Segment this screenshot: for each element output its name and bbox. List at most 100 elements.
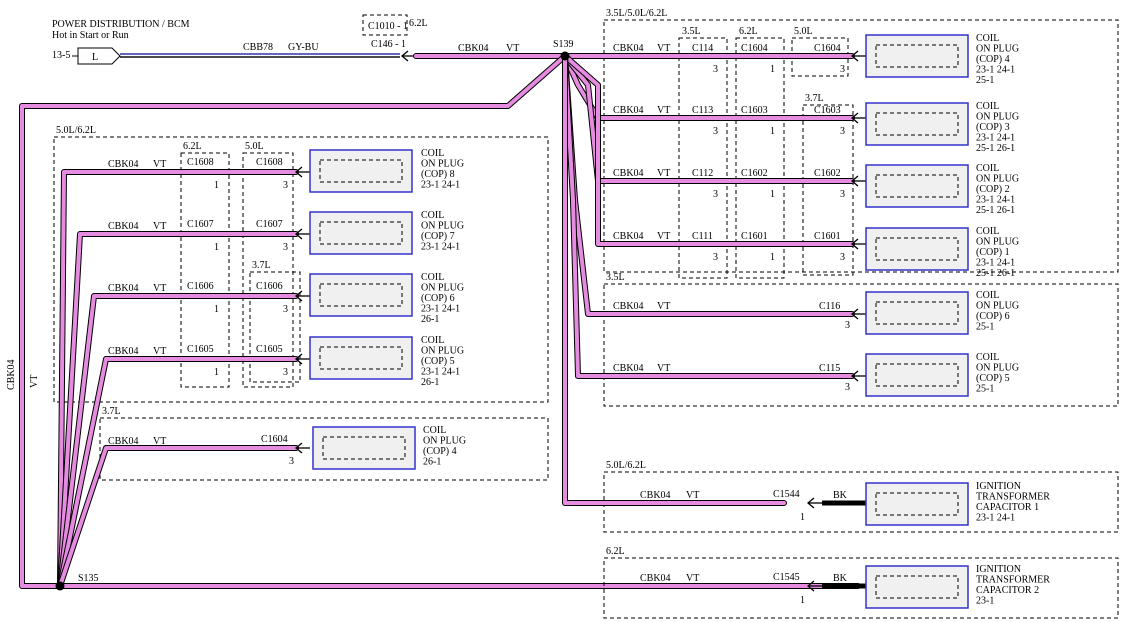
wire-vt: VT	[153, 346, 166, 357]
col-37-box	[802, 104, 854, 276]
conn-62-label: C1601	[741, 231, 768, 242]
s135-splice	[55, 581, 65, 591]
coil-left-0	[309, 149, 413, 193]
c1010-box	[362, 14, 408, 36]
bcm-connector	[77, 47, 121, 65]
coil-label-35-0-line: 25-1	[976, 322, 994, 333]
wire-left-2	[58, 294, 298, 588]
coil-label-right-0-line: 23-1 24-1	[976, 65, 1015, 76]
pin-35-row: 3	[845, 320, 850, 331]
coil-label-right-0-line: ON PLUG	[976, 44, 1019, 55]
coil-label-left-37-line: 26-1	[423, 457, 441, 468]
ign2-component	[865, 565, 969, 609]
c1010-variant: 6.2L	[409, 18, 428, 29]
coil-label-left-2-line: (COP) 6	[421, 293, 455, 304]
wire-35-1-outline	[562, 53, 855, 379]
right-35-box	[603, 283, 1119, 407]
coil-label-right-1-line: 23-1 24-1	[976, 133, 1015, 144]
s135-label: S135	[78, 573, 99, 584]
conn-35-label: C112	[692, 168, 713, 179]
coil-35-0-inner	[875, 301, 959, 325]
left-col-50-label: 5.0L	[245, 141, 264, 152]
gybu-label: GY-BU	[288, 42, 319, 53]
ign2-variant: 6.2L	[606, 546, 625, 557]
coil-label-left-37-line: COIL	[423, 425, 446, 436]
ref-label: 13-5	[52, 50, 70, 61]
left-conn-62: C1605	[187, 344, 214, 355]
wire-label: CBK04	[613, 363, 644, 374]
coil-label-right-1-line: COIL	[976, 101, 999, 112]
coil-label-left-3-line: 23-1 24-1	[421, 367, 460, 378]
pin-35: 3	[713, 252, 718, 263]
wire-vt: VT	[657, 363, 670, 374]
left-37-variant: 3.7L	[102, 406, 121, 417]
wire-label: CBK04	[613, 168, 644, 179]
coil-left-37	[312, 426, 416, 470]
wire-vt: VT	[686, 573, 699, 584]
header-subtitle: Hot in Start or Run	[52, 30, 129, 41]
left-col-62-box	[180, 152, 230, 388]
ign1-variant: 5.0L/6.2L	[606, 460, 646, 471]
coil-label-left-1-line: 23-1 24-1	[421, 242, 460, 253]
pin-label: L	[92, 52, 98, 63]
conn-62-label: C1604	[741, 43, 768, 54]
ign2-label-line: 23-1	[976, 596, 994, 607]
wire-left-37	[58, 446, 298, 588]
right-35-variant: 3.5L	[606, 272, 625, 283]
coil-35-1	[865, 353, 969, 397]
conn-50-label: C1601	[814, 231, 841, 242]
coil-label-right-0-line: COIL	[976, 33, 999, 44]
left-pin-50: 3	[283, 367, 288, 378]
left-pin-50: 3	[283, 304, 288, 315]
left-conn-62: C1608	[187, 157, 214, 168]
coil-cop-right-2-inner	[875, 174, 959, 198]
coil-label-35-1-line: ON PLUG	[976, 363, 1019, 374]
pin-62: 1	[770, 252, 775, 263]
coil-label-left-0-line: ON PLUG	[421, 159, 464, 170]
coil-left-3	[309, 336, 413, 380]
conn-50-label: C1603	[814, 105, 841, 116]
wire-label: CBK04	[613, 105, 644, 116]
left-pin-62: 1	[214, 304, 219, 315]
coil-label-left-1-line: COIL	[421, 210, 444, 221]
wire-vt: VT	[657, 43, 670, 54]
wire-vt: VT	[657, 231, 670, 242]
wire-label: CBK04	[613, 301, 644, 312]
wire-vt: VT	[153, 283, 166, 294]
ign2-label-line: IGNITION	[976, 564, 1021, 575]
wire-left-0	[58, 170, 298, 588]
wire-ign1	[563, 54, 786, 505]
pin-62: 1	[770, 64, 775, 75]
coil-left-3-inner	[319, 346, 403, 370]
wire-vt: VT	[657, 168, 670, 179]
coil-label-right-2-line: ON PLUG	[976, 174, 1019, 185]
s139-label: S139	[553, 39, 574, 50]
ign1-conn: C1544	[773, 489, 800, 500]
left-conn-50: C1608	[256, 157, 283, 168]
coil-label-left-37-line: ON PLUG	[423, 436, 466, 447]
coil-cop-right-0	[865, 34, 969, 78]
coil-label-left-0-line: 23-1 24-1	[421, 180, 460, 191]
left-col-37-box	[249, 271, 301, 383]
wire-35-1	[563, 54, 854, 378]
conn-35-row: C115	[819, 363, 840, 374]
coil-left-37-inner	[322, 436, 406, 460]
coil-label-right-2-line: 23-1 24-1	[976, 195, 1015, 206]
coil-label-right-2-line: COIL	[976, 163, 999, 174]
cbb78-label: CBB78	[243, 42, 273, 53]
coil-label-right-1-line: 25-1 26-1	[976, 143, 1015, 154]
coil-label-right-3-line: ON PLUG	[976, 237, 1019, 248]
ign1-label-line: IGNITION	[976, 481, 1021, 492]
coil-label-left-0-line: COIL	[421, 148, 444, 159]
top-wire-vt: VT	[506, 43, 519, 54]
col-35-box	[678, 37, 728, 279]
coil-label-right-3-line: 23-1 24-1	[976, 258, 1015, 269]
coil-label-35-1-line: COIL	[976, 352, 999, 363]
left-group-variant: 5.0L/6.2L	[56, 125, 96, 136]
vertical-wire-vt: VT	[29, 375, 40, 388]
wire-vt: VT	[657, 105, 670, 116]
coil-label-right-1-line: (COP) 3	[976, 122, 1010, 133]
conn-35-label: C114	[692, 43, 713, 54]
coil-label-right-3-line: COIL	[976, 226, 999, 237]
